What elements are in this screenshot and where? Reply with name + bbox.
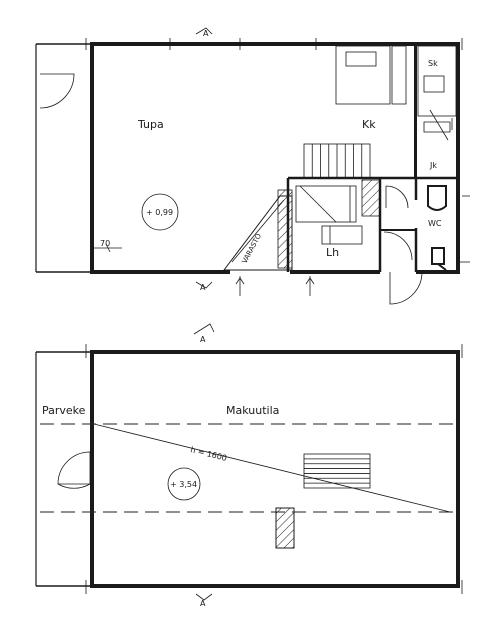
room-label-makuutila: Makuutila xyxy=(226,404,279,417)
height-note: h = 1600 xyxy=(190,445,228,463)
level-mark-upper: + 3,54 xyxy=(170,480,197,489)
chimney xyxy=(275,507,295,549)
section-marker-top-upper xyxy=(193,323,215,335)
level-marker-circle-ground xyxy=(141,193,179,231)
room-label-tupa: Tupa xyxy=(137,118,164,131)
section-marker-top-ground xyxy=(195,27,213,35)
section-label-top-ground: A xyxy=(203,29,209,38)
level-mark-ground: + 0,99 xyxy=(146,208,173,217)
section-label-bottom-upper: A xyxy=(200,599,206,608)
ground-floor-inner-doors xyxy=(383,185,423,305)
dimension-70 xyxy=(94,243,122,253)
lh-bench xyxy=(321,179,381,245)
entry-arrows xyxy=(235,195,470,296)
wc-fixtures xyxy=(427,185,447,271)
section-label-top-upper: A xyxy=(200,335,206,344)
room-label-jk: Jk xyxy=(429,161,437,170)
room-label-lh: Lh xyxy=(326,246,339,259)
dimension-label-70: 70 xyxy=(100,239,110,248)
room-label-kk: Kk xyxy=(362,118,376,131)
room-label-sk: Sk xyxy=(428,59,438,68)
storage-area xyxy=(222,185,357,271)
room-label-wc: WC xyxy=(428,219,442,228)
section-label-bottom-ground: A xyxy=(200,283,206,292)
upper-floor-staircase xyxy=(303,453,371,489)
room-label-parveke: Parveke xyxy=(42,404,86,417)
section-marker-bottom-ground xyxy=(195,281,213,289)
ground-floor-walls xyxy=(35,38,463,274)
level-marker-circle-upper xyxy=(167,467,201,501)
kitchen-counter xyxy=(335,45,457,141)
ground-floor-plan: Tupa Kk Lh Sk Jk WC VARASTO + 0,99 70 A … xyxy=(35,27,470,305)
section-marker-bottom-upper xyxy=(195,593,213,601)
upper-floor-plan: Parveke Makuutila h = 1600 + 3,54 A A xyxy=(35,323,463,608)
room-label-varasto: VARASTO xyxy=(241,232,264,265)
upper-floor-walls xyxy=(35,344,463,594)
ground-floor-door-west xyxy=(39,73,75,109)
ground-floor-staircase xyxy=(303,143,371,179)
balcony-door xyxy=(57,451,91,489)
roof-height-line xyxy=(93,423,451,513)
